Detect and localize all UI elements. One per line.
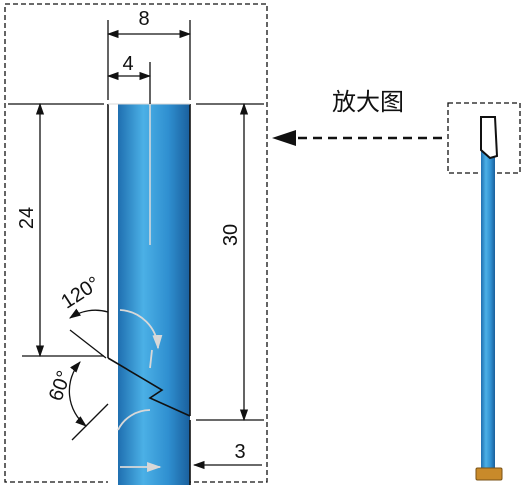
full-rod-body [481,118,495,470]
dimension-label-24: 24 [16,207,38,229]
angle-arc-gray-tick [149,349,153,369]
dimension-label-3: 3 [234,441,245,463]
dimension-label-30: 30 [220,224,242,246]
ext-line-angle-120 [69,329,107,359]
angle-arc-gray-upper [119,309,163,350]
cut-area [108,360,118,400]
dimension-label-4: 4 [122,53,133,75]
angle-arc-60 [68,361,87,427]
rod-left-margin [108,104,118,485]
dimension-label-8: 8 [138,8,149,30]
angle-label-120: 120° [57,272,104,313]
angle-label-60: 60° [45,368,76,404]
ext-line-angle-60 [71,403,109,441]
leader-arrowhead [272,130,296,146]
detail-label: 放大图 [332,88,404,116]
angle-arc-gray-lower [117,409,151,431]
full-rod-base [475,467,503,481]
angle-arc-120 [69,308,109,319]
rod-body [118,104,190,485]
slanted-cut-edge [107,357,191,417]
enlarged-view-frame [4,3,268,483]
full-rod-tip [480,116,499,160]
